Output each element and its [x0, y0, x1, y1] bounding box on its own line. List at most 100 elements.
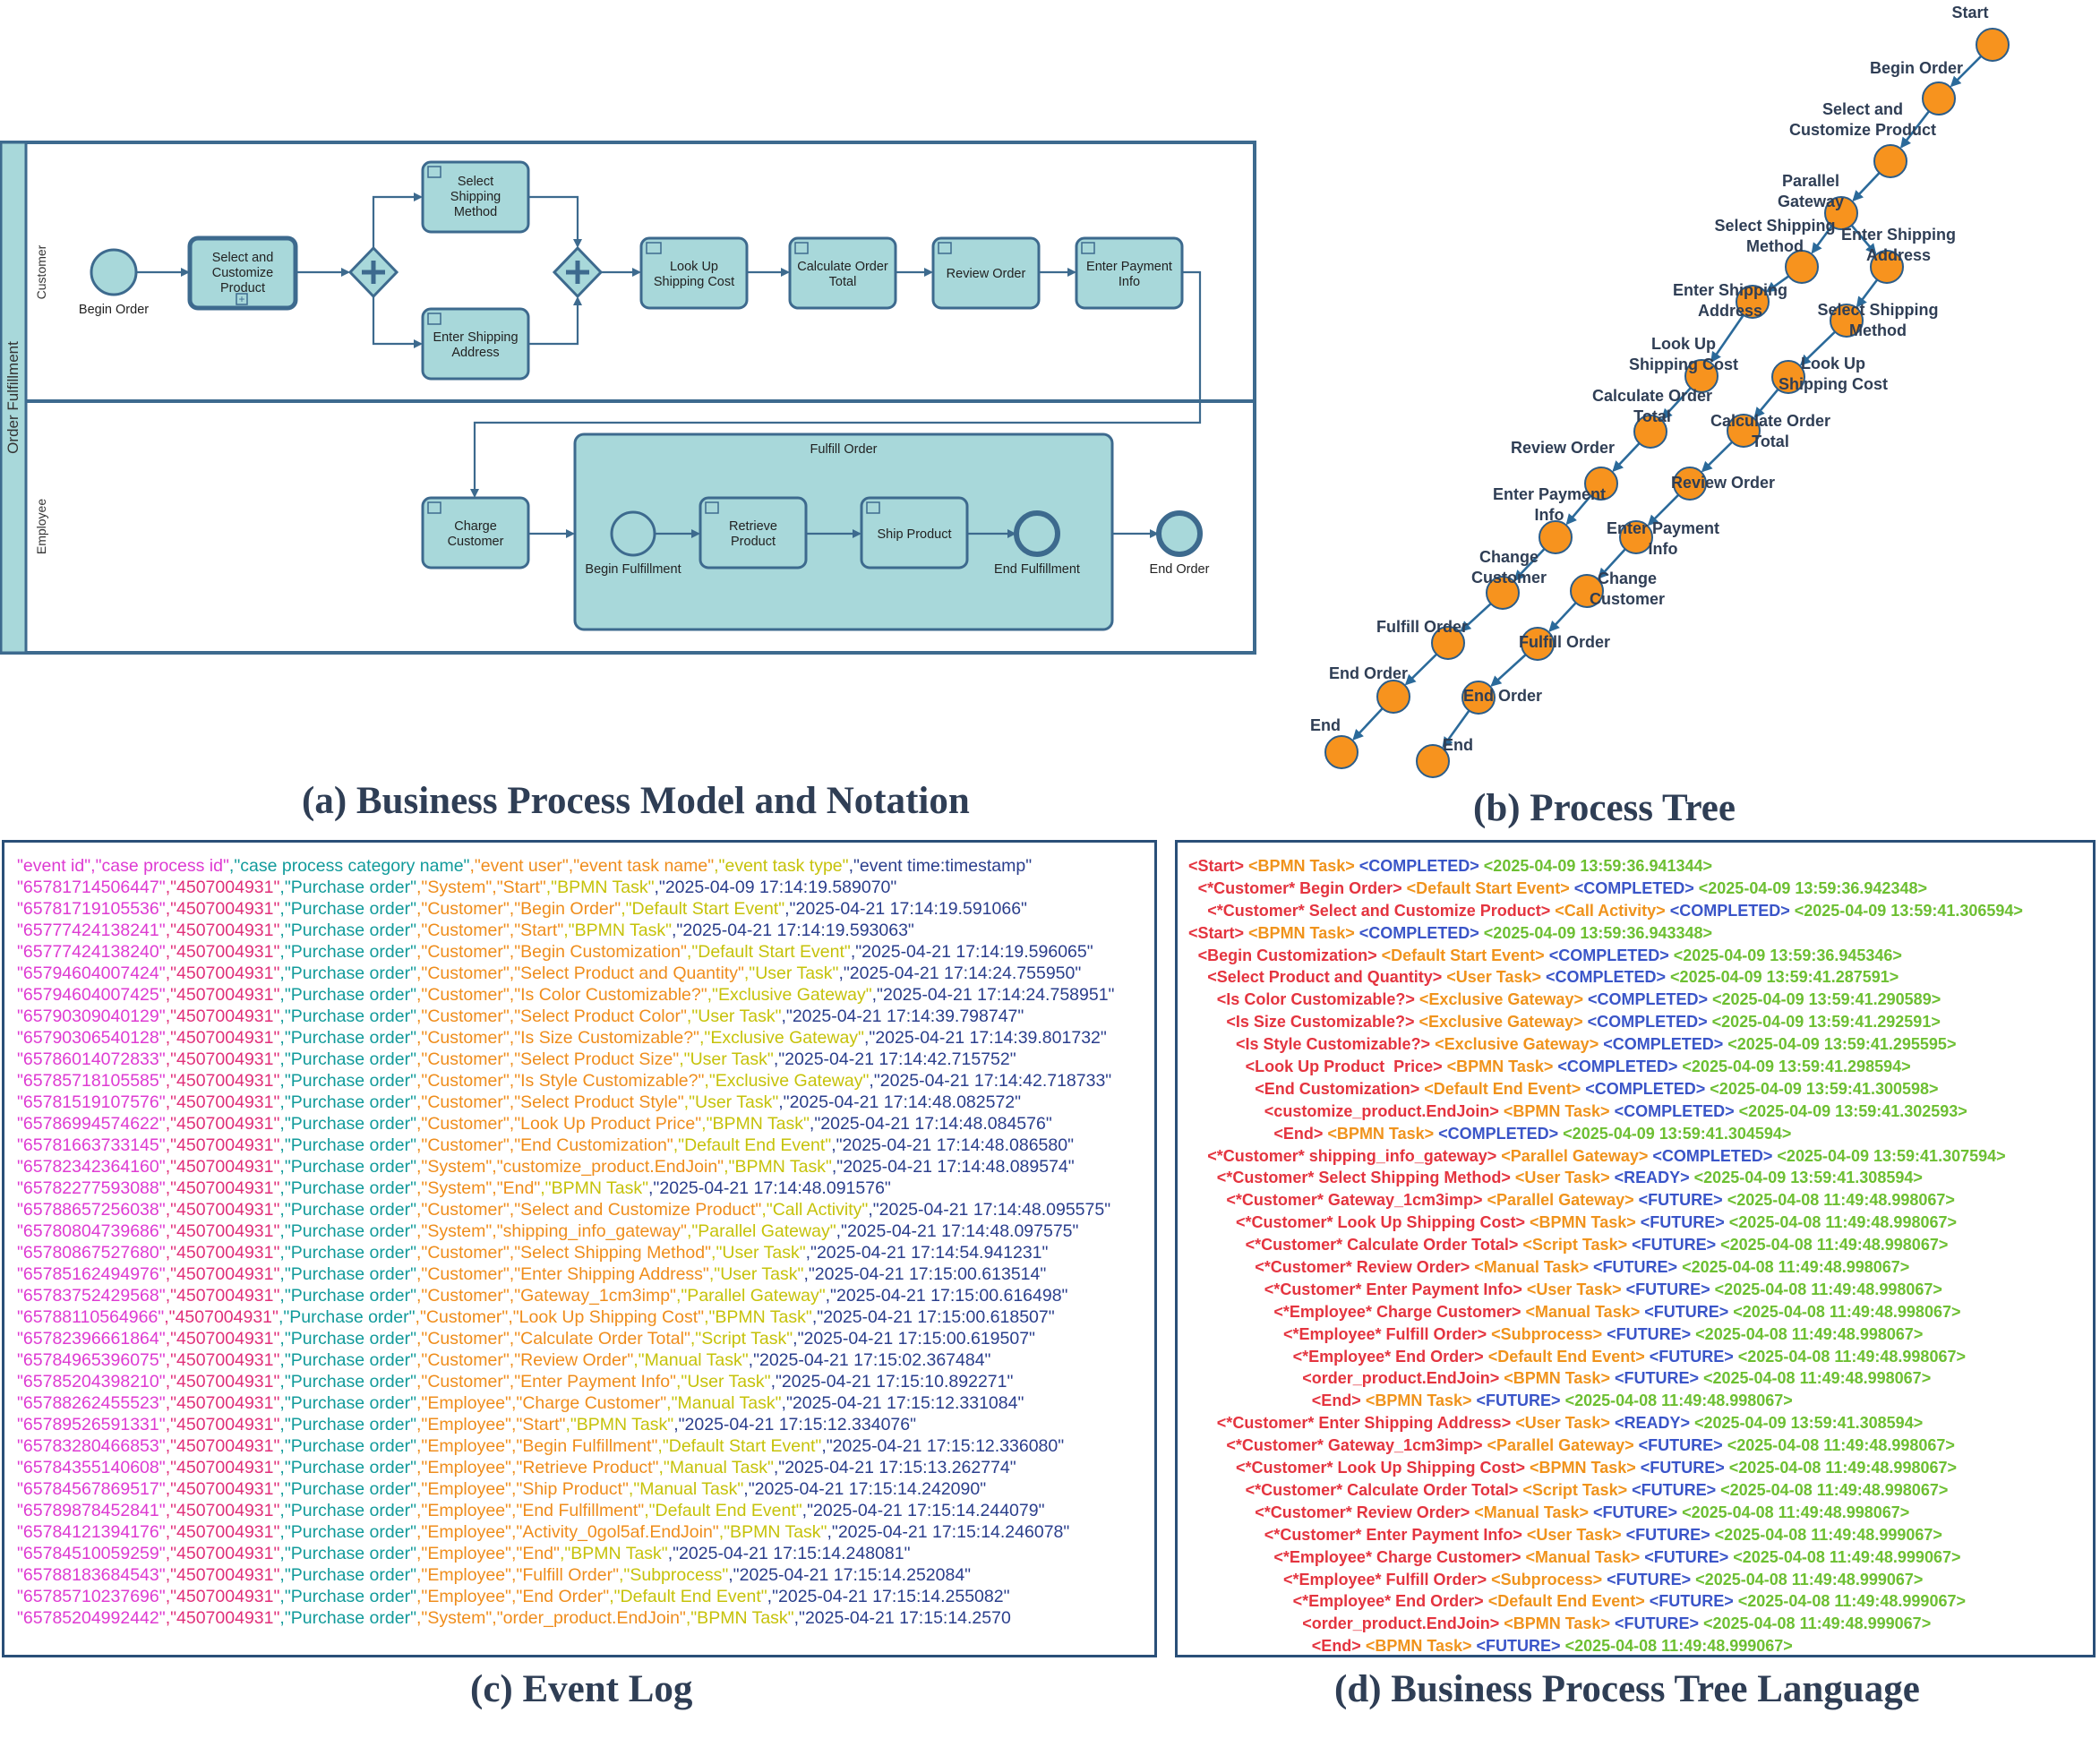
tree-node-label: Review Order [1671, 474, 1775, 492]
event-log-row: "65784567869517","4507004931","Purchase … [17, 1478, 1114, 1500]
log-cell: ,"4507004931" [165, 1114, 280, 1134]
svg-text:+: + [238, 293, 244, 305]
event-log-row: "65781714506447","4507004931","Purchase … [17, 877, 1114, 898]
bptl-row: <*Employee* End Order> <Default End Even… [1188, 1590, 2023, 1613]
bptl-time: <2025-04-08 11:49:48.999067> [1710, 1525, 1942, 1544]
log-cell: ,"End" [510, 1544, 560, 1563]
bptl-type: <Parallel Gateway> [1482, 1436, 1634, 1455]
log-cell: ,"User Task" [708, 1264, 804, 1284]
log-cell: ,"Purchase order" [279, 1243, 416, 1263]
bptl-time: <2025-04-09 13:59:41.292591> [1707, 1013, 1941, 1032]
calc-total-label: Total [829, 275, 857, 289]
bptl-type: <BPMN Task> [1244, 923, 1355, 942]
log-cell: ,"4507004931" [165, 1608, 280, 1628]
table-icon [646, 242, 662, 254]
tree-node-label: Begin Order [1870, 59, 1963, 77]
log-cell: ,"Purchase order" [279, 899, 416, 919]
log-cell: "65784567869517" [17, 1479, 166, 1499]
log-cell: ,"Customer" [415, 1307, 509, 1327]
bptl-time: <2025-04-09 13:59:41.298594> [1677, 1058, 1911, 1076]
bptl-status: <FUTURE> [1644, 1347, 1734, 1366]
log-cell: ,"Start" [492, 878, 546, 897]
bptl-status: <COMPLETED> [1581, 1079, 1706, 1098]
log-cell: ,"4507004931" [165, 1071, 280, 1091]
log-cell: ,"2025-04-21 17:14:48.091576" [648, 1178, 891, 1198]
log-cell: ,"Charge Customer" [510, 1393, 667, 1413]
tree-node [1824, 196, 1858, 230]
log-cell: ,"Employee" [416, 1522, 511, 1542]
log-cell: ,"BPMN Task" [718, 1522, 827, 1542]
log-cell: ,"Manual Task" [633, 1350, 749, 1370]
review-label: Review Order [947, 267, 1026, 281]
bptl-status: <FUTURE> [1471, 1637, 1561, 1656]
fulfill-order-label: Fulfill Order [810, 442, 878, 457]
log-cell: ,"BPMN Task" [563, 921, 673, 940]
bptl-row: <*Customer* Look Up Shipping Cost> <BPMN… [1188, 1457, 2023, 1479]
bptl-name: <Begin Customization> [1197, 946, 1377, 964]
bptl-name: <*Customer* Gateway_1cm3imp> [1226, 1191, 1483, 1210]
lane-employee-label: Employee [34, 499, 48, 554]
bptl-row: <*Employee* Fulfill Order> <Subprocess> … [1188, 1569, 2023, 1591]
log-cell: ,"4507004931" [165, 1006, 280, 1026]
bptl-status: <COMPLETED> [1609, 1101, 1735, 1120]
bptl-row: <*Customer* Gateway_1cm3imp> <Parallel G… [1188, 1434, 2023, 1457]
bptl-name: <*Customer* Review Order> [1255, 1258, 1470, 1277]
bptl-lines: <Start> <BPMN Task> <COMPLETED> <2025-04… [1188, 855, 2023, 1657]
select-customize-label: Customize [212, 266, 274, 280]
caption-b: (b) Process Tree [1473, 787, 1736, 829]
event-log-row: "65783752429568","4507004931","Purchase … [17, 1285, 1114, 1306]
tree-edge [1513, 548, 1546, 581]
bptl-name: <*Customer* Look Up Shipping Cost> [1236, 1213, 1526, 1232]
bptl-row: <Is Size Customizable?> <Exclusive Gatew… [1188, 1011, 2023, 1033]
bptl-status: <FUTURE> [1602, 1324, 1692, 1343]
bptl-row: <*Customer* Gateway_1cm3imp> <Parallel G… [1188, 1189, 2023, 1212]
log-cell: "65781719105536" [17, 899, 166, 919]
tree-edge [1753, 388, 1779, 419]
select-shipping-label: Method [454, 205, 497, 219]
log-cell: ,"Select Product Style" [509, 1092, 684, 1112]
log-cell: ,"Employee" [416, 1415, 511, 1434]
log-cell: ,"Purchase order" [279, 1049, 416, 1069]
bptl-name: <order_product.EndJoin> [1302, 1614, 1500, 1633]
log-cell: ,"2025-04-21 17:15:00.618507" [811, 1307, 1055, 1327]
tree-edge [1765, 275, 1790, 293]
log-cell: ,"case process category name" [228, 856, 470, 876]
event-log-row: "65788262455523","4507004931","Purchase … [17, 1392, 1114, 1414]
log-cell: "65781519107576" [17, 1092, 166, 1112]
bptl-time: <2025-04-09 13:59:36.943348> [1479, 923, 1713, 942]
log-cell: ,"BPMN Task" [565, 1415, 674, 1434]
event-log-row: "65785162494976","4507004931","Purchase … [17, 1263, 1114, 1285]
event-log-row: "65781663733145","4507004931","Purchase … [17, 1135, 1114, 1156]
bptl-name: <Look Up Product Price> [1245, 1058, 1443, 1076]
tree-node-label: Fulfill Order [1519, 633, 1610, 651]
log-cell: ,"2025-04-21 17:14:19.593063" [672, 921, 914, 940]
log-cell: ,"End Fulfillment" [510, 1501, 645, 1520]
enter-shipping-label: Address [451, 346, 499, 360]
log-cell: ,"Purchase order" [279, 921, 416, 940]
tree-edge [1856, 278, 1879, 308]
tree-edge [1710, 314, 1744, 364]
bptl-type: <User Task> [1442, 968, 1542, 987]
tree-node [1633, 415, 1667, 449]
log-cell: ,"Customer" [416, 1049, 510, 1069]
log-cell: "65794604007424" [17, 963, 166, 983]
log-cell: ,"Look Up Shipping Cost" [508, 1307, 705, 1327]
log-cell: ,"event task name" [568, 856, 715, 876]
bptl-type: <BPMN Task> [1525, 1459, 1636, 1477]
tree-edge [1811, 225, 1833, 254]
begin-fulfill-event [610, 510, 656, 557]
bptl-name: <End Customization> [1255, 1079, 1420, 1098]
log-cell: ,"Purchase order" [279, 1479, 416, 1499]
log-cell: ,"Purchase order" [279, 878, 416, 897]
tree-node [1461, 681, 1496, 715]
end-order-label: End Order [1150, 562, 1210, 577]
log-cell: ,"2025-04-21 17:14:42.718733" [869, 1071, 1112, 1091]
log-cell: ,"Start" [509, 921, 564, 940]
log-cell: ,"Purchase order" [279, 1436, 416, 1456]
log-cell: "65785162494976" [17, 1264, 166, 1284]
bptl-time: <2025-04-09 13:59:36.941344> [1479, 857, 1713, 875]
log-cell: ,"Employee" [416, 1544, 511, 1563]
bptl-status: <COMPLETED> [1354, 923, 1479, 942]
manual-icon [938, 242, 952, 254]
